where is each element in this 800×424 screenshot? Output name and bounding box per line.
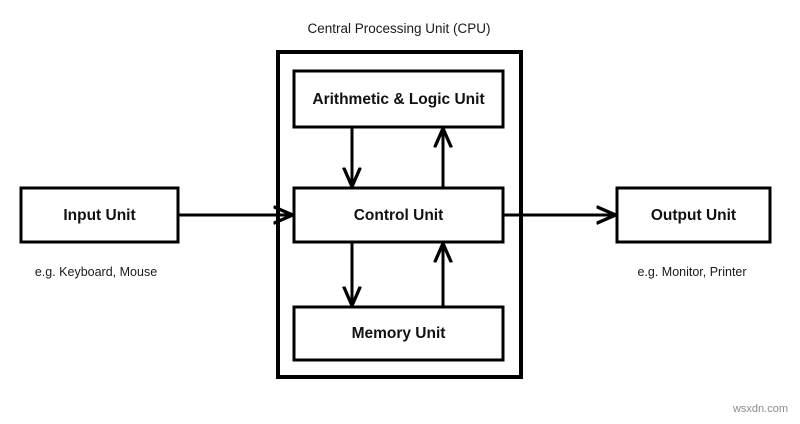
input-unit-box-label: Input Unit (63, 207, 135, 224)
memory-unit-box-label: Memory Unit (352, 325, 446, 342)
cpu-title: Central Processing Unit (CPU) (307, 21, 490, 36)
control-unit-box: Control Unit (292, 186, 505, 244)
control-unit-box-shape (292, 186, 505, 244)
alu-box-label: Arithmetic & Logic Unit (312, 91, 484, 108)
memory-unit-box: Memory Unit (292, 305, 505, 362)
output-unit-box: Output Unit e.g. Monitor, Printer (615, 186, 772, 279)
control-unit-box-label: Control Unit (354, 207, 444, 224)
watermark-label: wsxdn.com (732, 403, 788, 415)
input-unit-box: Input Unit e.g. Keyboard, Mouse (19, 186, 180, 279)
input-unit-caption: e.g. Keyboard, Mouse (35, 265, 157, 279)
memory-unit-box-shape (292, 305, 505, 362)
output-unit-box-label: Output Unit (651, 207, 736, 224)
output-unit-caption: e.g. Monitor, Printer (637, 265, 746, 279)
input-unit-box-shape (19, 186, 180, 244)
alu-box: Arithmetic & Logic Unit (292, 69, 505, 129)
alu-box-shape (292, 69, 505, 129)
